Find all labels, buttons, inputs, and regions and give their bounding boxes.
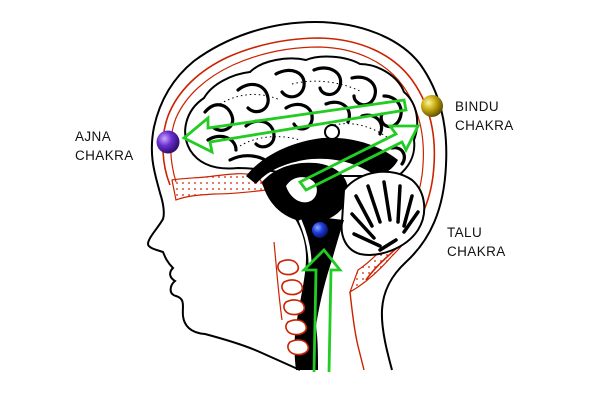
- cerebellum-folia: [350, 180, 420, 252]
- ajna-chakra-label: AJNA CHAKRA: [75, 127, 134, 165]
- pons-highlight: [298, 219, 312, 265]
- bindu-chakra-label: BINDU CHAKRA: [455, 97, 514, 135]
- vertebrae: [277, 259, 310, 356]
- ajna-label-line1: AJNA: [75, 129, 112, 144]
- energy-arrows: [181, 98, 421, 373]
- ajna-chakra-sphere: [156, 130, 180, 154]
- throat-line: [273, 241, 283, 321]
- corpus-callosum: [246, 137, 398, 184]
- neck-back-line: [349, 291, 365, 371]
- ventricle: [286, 177, 317, 203]
- arrow-to-ajna: [181, 98, 408, 155]
- pineal-dot: [324, 124, 340, 140]
- ajna-label-line2: CHAKRA: [75, 148, 134, 163]
- talu-label-line1: TALU: [447, 225, 483, 240]
- head-profile-outline: [146, 20, 448, 371]
- arrow-up-spine: [300, 247, 343, 373]
- talu-chakra-label: TALU CHAKRA: [447, 223, 506, 261]
- bindu-chakra-sphere: [421, 95, 443, 117]
- skull-membrane-inner: [170, 46, 424, 239]
- arrow-to-bindu: [297, 124, 421, 192]
- bindu-label-line2: CHAKRA: [455, 118, 514, 133]
- talu-chakra-sphere: [312, 222, 328, 238]
- brainstem: [292, 214, 344, 326]
- talu-label-line2: CHAKRA: [447, 244, 506, 259]
- cerebellum: [340, 170, 426, 256]
- bindu-label-line1: BINDU: [455, 99, 500, 114]
